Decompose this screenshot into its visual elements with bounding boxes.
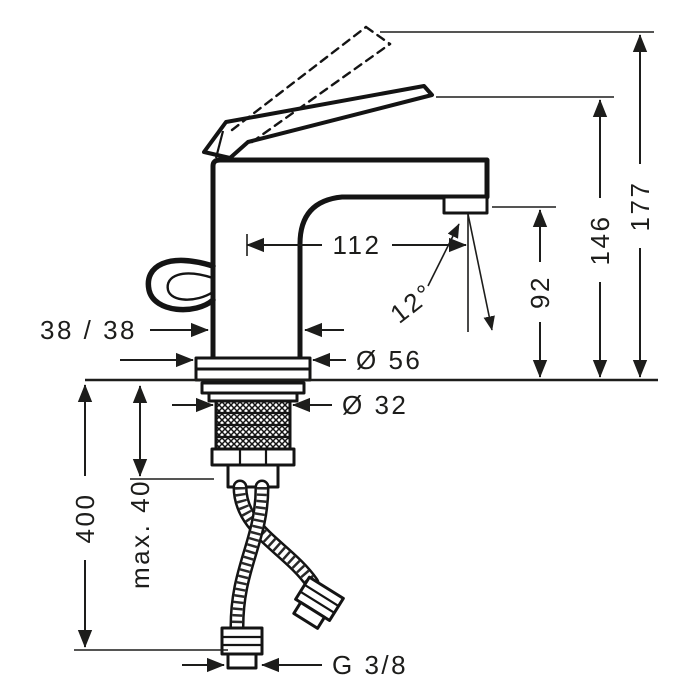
dim-max-mounting-label: max. 40 [125,479,155,589]
pull-loop-handle [145,257,216,313]
dimension-lines [77,34,648,673]
extension-lines [74,31,654,651]
dim-spout-height-label: 92 [525,275,555,309]
dim-lever-height-label: 146 [585,215,615,266]
label-backgrounds [70,164,655,560]
handle-lever-raised-dashed [230,25,392,144]
spray-angle-lines [427,213,495,332]
handle-lever [202,84,434,160]
dimension-labels: 177 146 92 112 12° 38 / 38 Ø 56 Ø 32 400… [40,181,655,680]
dim-spray-angle-label: 12° [384,277,439,329]
supply-hoses [220,479,345,670]
dim-thread-label: G 3/8 [332,650,408,680]
mounting-hardware [200,381,306,489]
dim-shank-diameter-label: Ø 32 [342,390,408,420]
hex-nut [210,447,296,467]
faucet-body [210,157,490,365]
hose-connector-bottom [220,626,264,670]
dim-base-diameter-label: Ø 56 [356,345,422,375]
dim-body-width-label: 38 / 38 [40,315,137,345]
dim-total-height-label: 177 [625,181,655,232]
dim-hose-length-label: 400 [70,493,100,544]
hose-connector-right [292,575,345,630]
base-escutcheon [194,356,312,382]
dim-spout-reach-label: 112 [333,230,382,260]
aerator [442,195,489,215]
